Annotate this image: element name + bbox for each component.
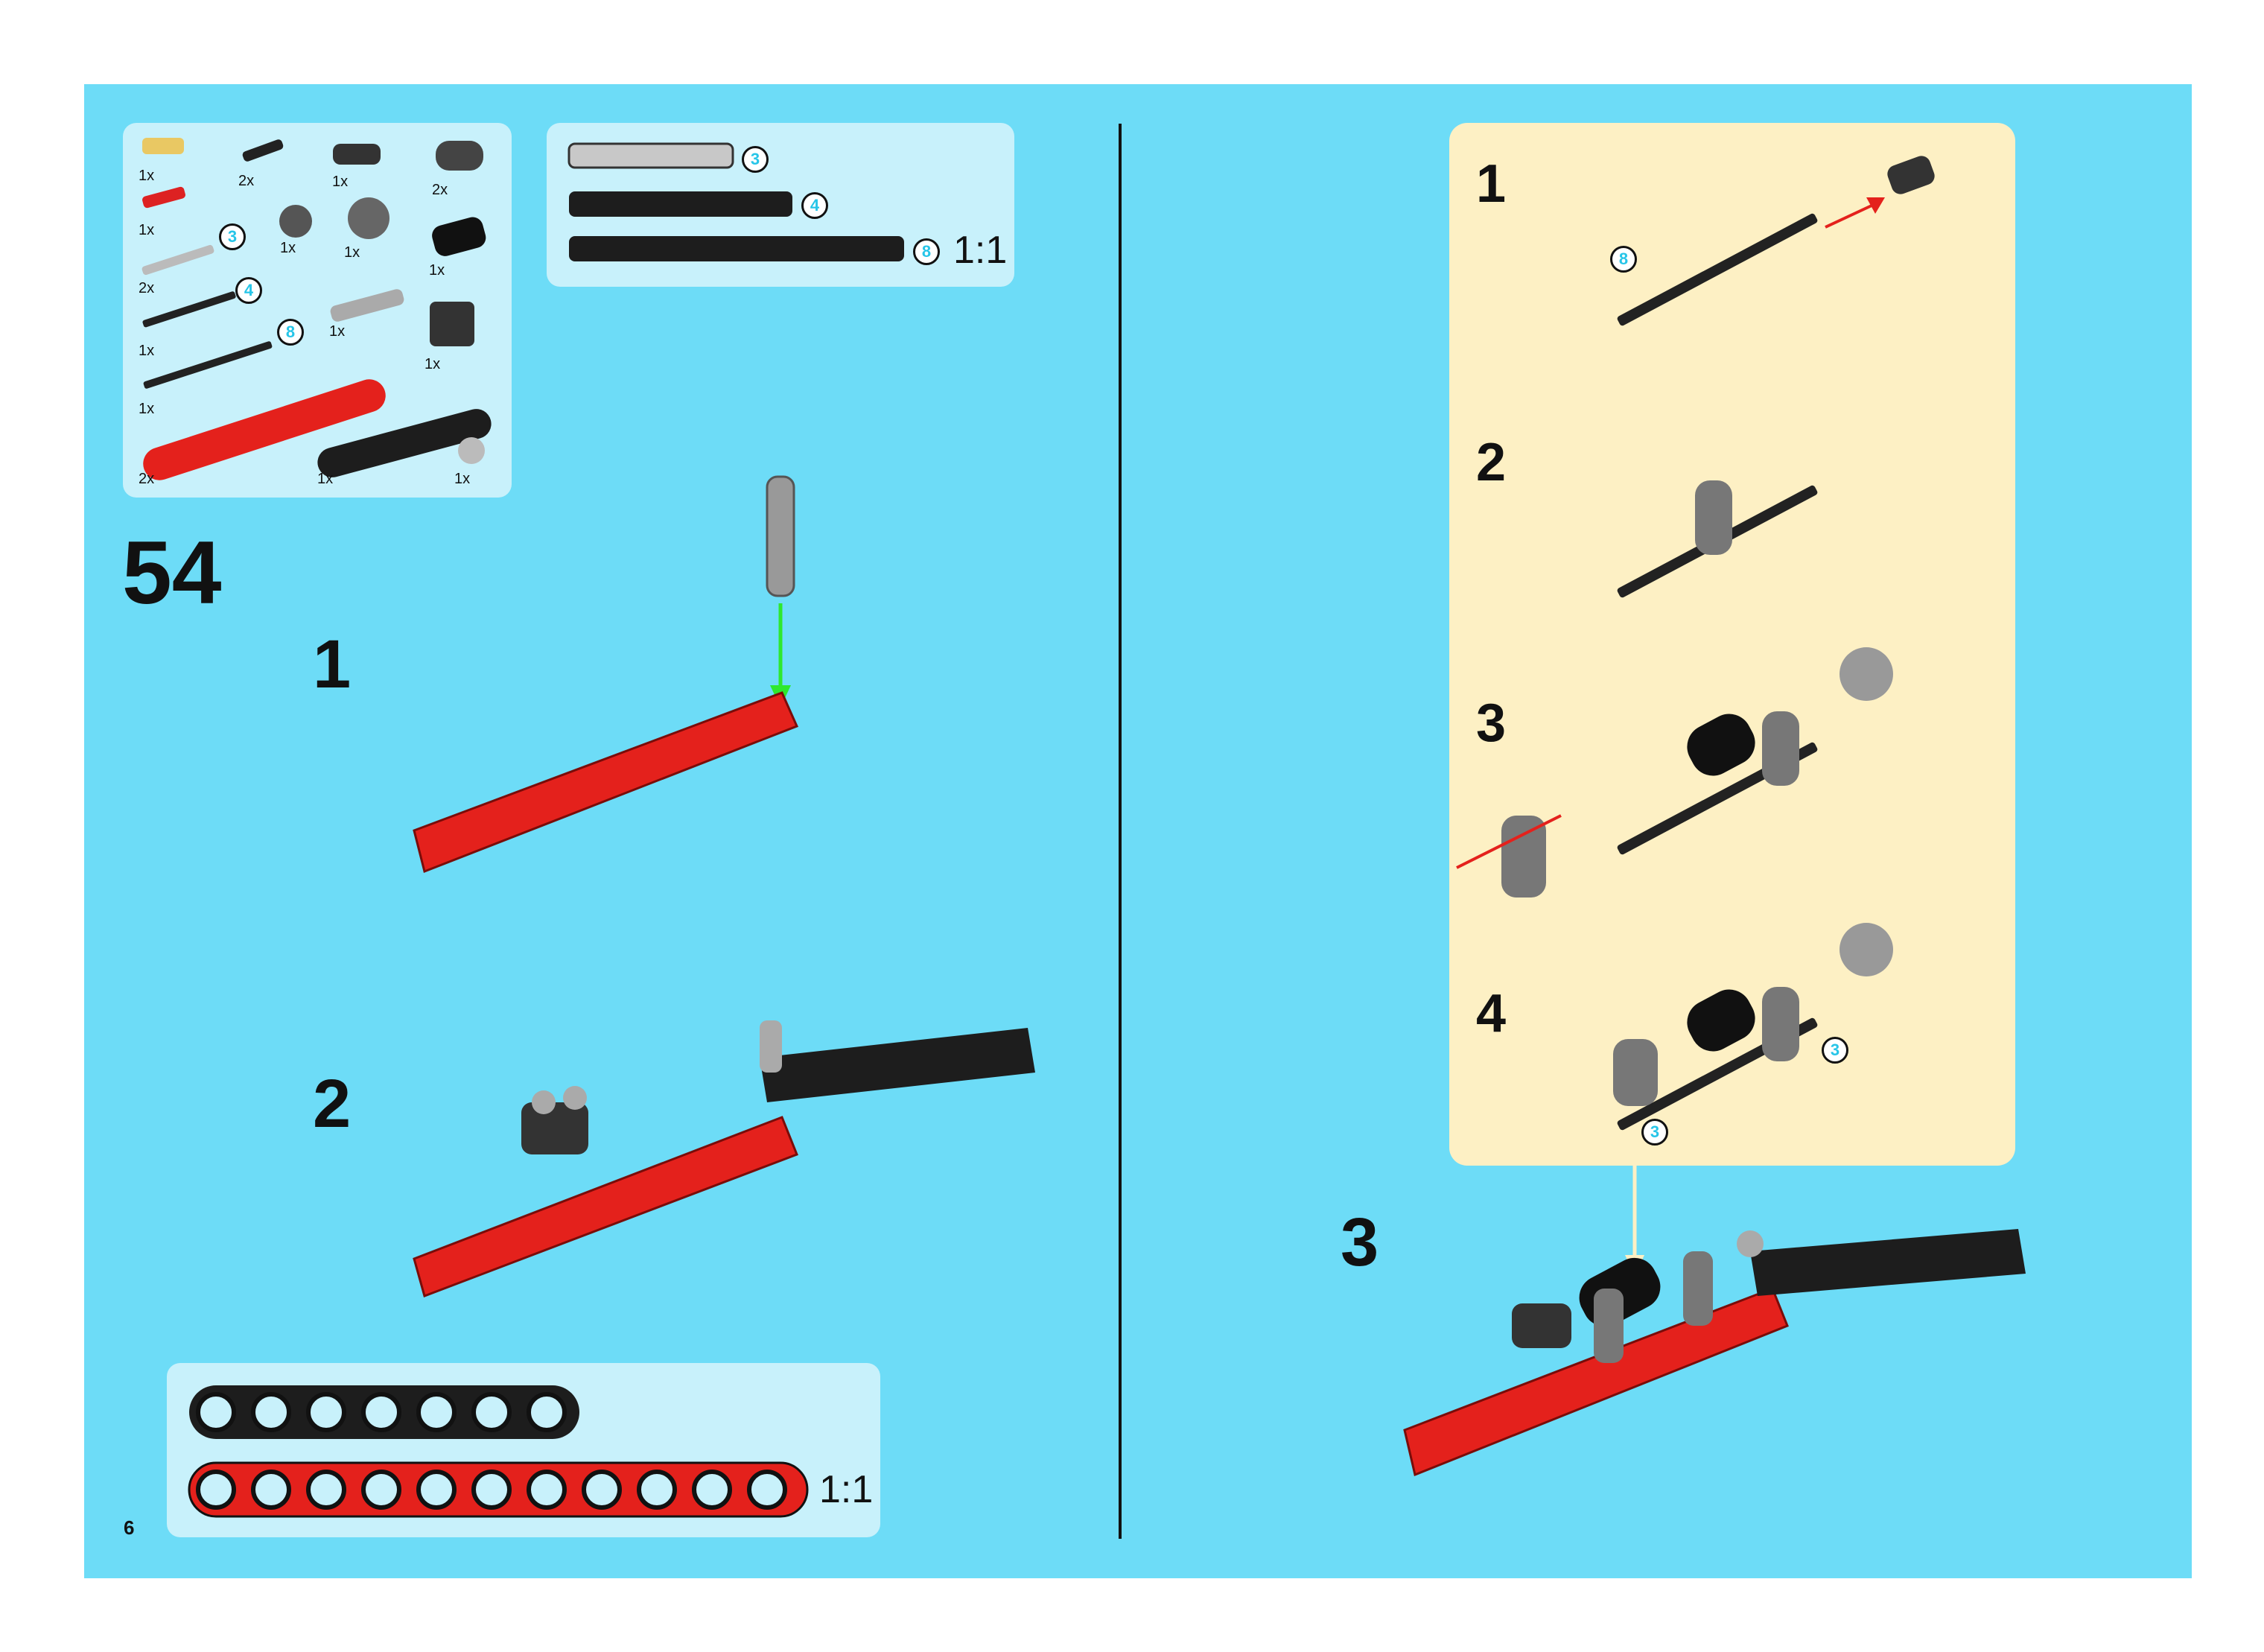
step-1-illustration <box>410 469 827 886</box>
beam-ruler-art <box>167 1363 880 1537</box>
step-2-illustration <box>410 1006 1080 1303</box>
length-callout: 3 <box>742 146 769 173</box>
length-callout: 3 <box>1822 1037 1848 1064</box>
scale-label: 1:1 <box>953 228 1007 273</box>
length-callout: 3 <box>219 223 246 250</box>
length-callout: 8 <box>913 238 940 265</box>
part-qty: 1x <box>332 174 348 191</box>
parts-list-art <box>123 123 512 498</box>
part-qty: 1x <box>139 401 154 418</box>
part-qty: 1x <box>139 168 154 185</box>
part-qty: 2x <box>432 182 448 199</box>
part-qty: 2x <box>139 280 154 297</box>
length-callout: 8 <box>277 319 304 346</box>
length-callout: 8 <box>1610 246 1637 273</box>
substep-number: 1 <box>313 626 351 704</box>
part-qty: 1x <box>344 244 360 261</box>
length-callout: 3 <box>1641 1119 1668 1146</box>
part-qty: 1x <box>429 262 445 279</box>
length-callout: 4 <box>801 192 828 219</box>
part-qty: 1x <box>329 323 345 340</box>
part-qty: 2x <box>139 471 154 488</box>
part-qty: 1x <box>317 471 333 488</box>
step-number: 54 <box>122 521 221 624</box>
part-qty: 1x <box>139 343 154 360</box>
substep-number: 3 <box>1341 1204 1379 1282</box>
final-assembly-illustration <box>1400 1207 2026 1505</box>
page-number: 6 <box>124 1516 134 1540</box>
scale-label: 1:1 <box>819 1467 873 1512</box>
axle-ruler-art <box>547 123 1014 287</box>
part-qty: 1x <box>280 240 296 257</box>
part-qty: 2x <box>238 173 254 190</box>
part-qty: 1x <box>139 222 154 239</box>
length-callout: 4 <box>235 277 262 304</box>
substep-number: 2 <box>313 1065 351 1143</box>
page-divider <box>1119 124 1122 1539</box>
part-qty: 1x <box>424 356 440 373</box>
subassembly-illustrations <box>1449 123 2015 1166</box>
